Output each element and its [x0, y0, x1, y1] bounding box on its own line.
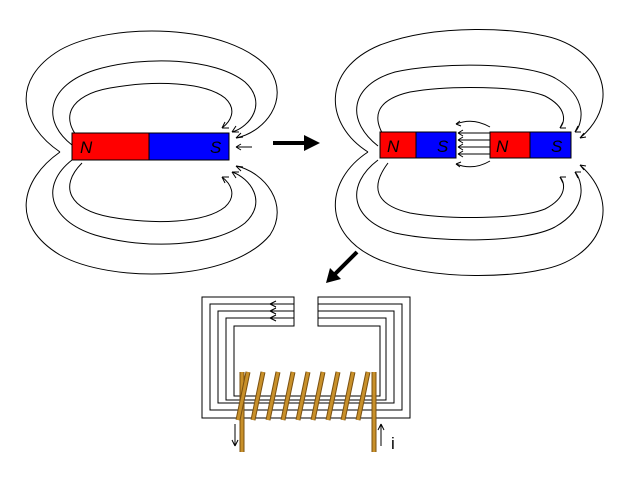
arrowhead [574, 125, 581, 133]
north-label: N [496, 137, 509, 156]
down-left-arrow [326, 250, 359, 283]
iron-core [201, 296, 411, 419]
field-line [356, 64, 582, 147]
south-pole [148, 132, 230, 161]
arrowhead [269, 300, 277, 308]
arrowhead [235, 132, 244, 139]
left-half-magnet: N S [379, 131, 457, 159]
arrowhead [221, 176, 229, 184]
field-line [69, 162, 233, 223]
south-label: S [551, 137, 563, 156]
coil-turns [235, 371, 371, 421]
field-line [334, 151, 604, 276]
field-line [25, 151, 278, 275]
current-label: i [391, 434, 395, 453]
arrowhead [574, 171, 581, 179]
south-pole [415, 131, 457, 159]
arrowhead [579, 164, 587, 171]
field-line [52, 159, 257, 245]
arrowhead [231, 125, 239, 133]
electromagnet-panel: i [201, 296, 411, 453]
north-label: N [387, 137, 400, 156]
field-line [377, 86, 565, 143]
bar-magnet: N S [71, 132, 230, 161]
north-label: N [80, 138, 93, 157]
current-arrow-up [377, 423, 385, 446]
field-line [356, 159, 582, 241]
right-half-magnet: N S [489, 131, 572, 159]
gap-field-lines [455, 120, 491, 168]
arrowhead [269, 307, 277, 315]
arrowhead [269, 314, 277, 322]
arrowhead [559, 176, 566, 184]
flux-line [209, 303, 403, 411]
split-magnet-panel: N S N S [334, 29, 604, 276]
arrowhead [579, 132, 587, 139]
field-line [25, 30, 278, 153]
south-label: S [437, 137, 449, 156]
field-line [52, 60, 257, 146]
right-arrow [273, 135, 320, 151]
south-pole [529, 131, 572, 159]
south-label: S [210, 138, 222, 157]
arrowhead [221, 121, 229, 129]
arrowhead [235, 143, 252, 151]
arrowhead [231, 171, 239, 179]
single-magnet-panel: N S [25, 30, 278, 275]
north-pole [489, 131, 531, 159]
flux-line [217, 310, 395, 404]
field-line [69, 82, 233, 143]
field-line [334, 29, 604, 153]
field-line [377, 162, 565, 219]
current-arrow-down [231, 424, 239, 447]
arrowhead [559, 121, 566, 129]
coil [235, 371, 377, 452]
flux-line [225, 317, 387, 401]
arrowhead [235, 165, 244, 172]
